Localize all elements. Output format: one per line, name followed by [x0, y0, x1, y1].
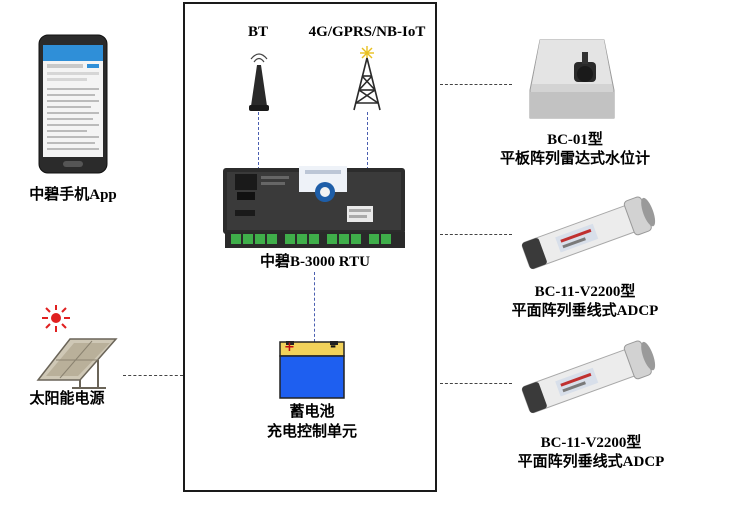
- cell-tower-icon: [351, 46, 383, 112]
- radar-label-line2: 平板阵列雷达式水位计: [499, 151, 650, 167]
- system-enclosure: [183, 2, 437, 492]
- connector-battery: [314, 272, 315, 342]
- app-label: 中碧手机App: [29, 187, 117, 203]
- rtu-label: 中碧B-3000 RTU: [260, 254, 370, 270]
- connector-adcp-1: [440, 234, 512, 235]
- smartphone-icon: [38, 34, 108, 174]
- radar-label-line1: BC-01型: [547, 132, 603, 148]
- connector-adcp-2: [440, 383, 512, 384]
- battery-label-line1: 蓄电池: [289, 404, 335, 420]
- rtu-device-icon: [221, 162, 407, 250]
- cellular-label: 4G/GPRS/NB-IoT: [308, 24, 426, 40]
- solar-label: 太阳能电源: [29, 391, 105, 407]
- sun-icon: [38, 304, 74, 334]
- connector-cellular: [367, 112, 368, 170]
- bt-antenna-icon: [247, 48, 271, 112]
- battery-label-line2: 充电控制单元: [266, 424, 357, 440]
- adcp-sensor-icon: [514, 340, 662, 416]
- battery-negative: -: [330, 337, 337, 355]
- connector-solar: [123, 375, 183, 376]
- battery-icon: [279, 341, 345, 399]
- adcp2-label-line1: BC-11-V2200型: [540, 435, 642, 451]
- battery-positive: +: [284, 340, 295, 355]
- adcp2-label-line2: 平面阵列垂线式ADCP: [517, 454, 665, 470]
- solar-panel-icon: [36, 336, 118, 390]
- connector-bt: [258, 112, 259, 170]
- adcp-sensor-icon: [514, 196, 662, 272]
- adcp1-label-line1: BC-11-V2200型: [534, 284, 636, 300]
- radar-sensor-icon: [524, 34, 618, 120]
- bt-label: BT: [247, 24, 268, 40]
- connector-radar: [440, 84, 512, 85]
- adcp1-label-line2: 平面阵列垂线式ADCP: [511, 303, 659, 319]
